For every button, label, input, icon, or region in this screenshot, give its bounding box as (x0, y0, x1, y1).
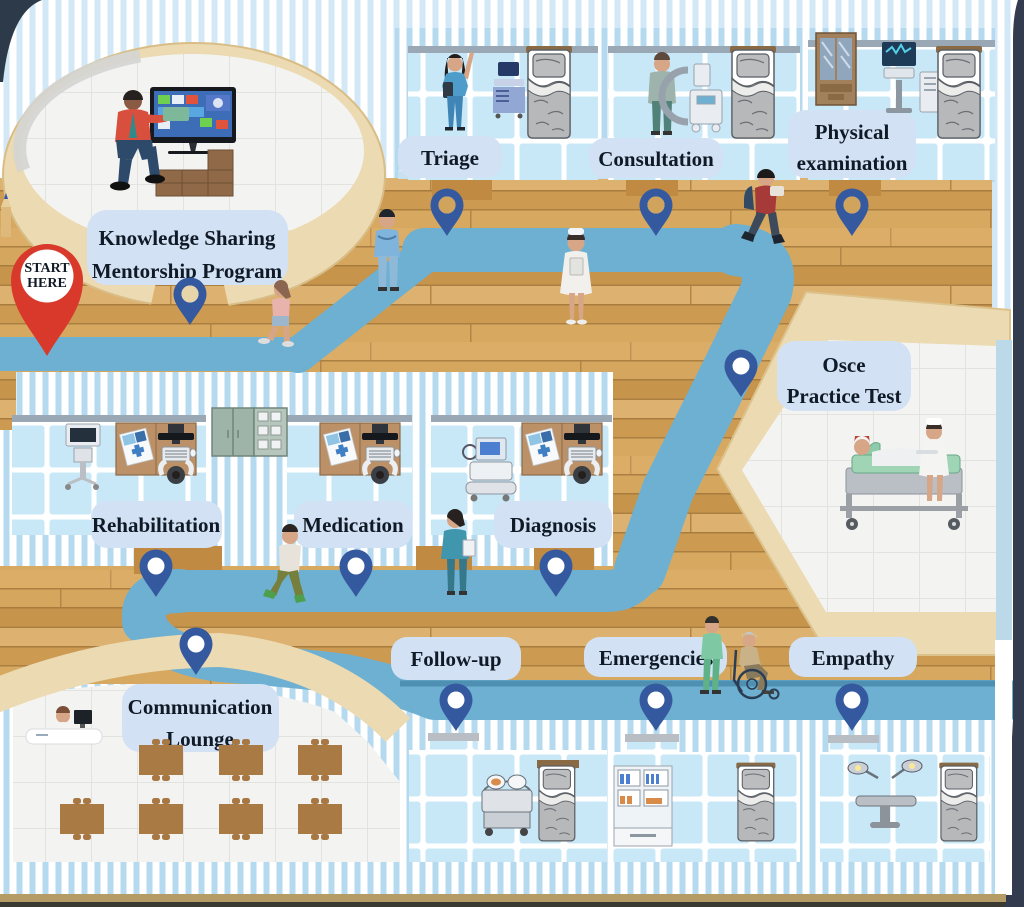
svg-text:Knowledge Sharing: Knowledge Sharing (99, 226, 276, 250)
svg-text:Osce: Osce (822, 353, 865, 377)
svg-text:Practice Test: Practice Test (787, 384, 902, 408)
svg-text:examination: examination (797, 151, 908, 175)
svg-text:Communication: Communication (128, 695, 273, 719)
svg-text:Medication: Medication (302, 513, 404, 537)
svg-text:Rehabilitation: Rehabilitation (92, 513, 221, 537)
svg-text:Consultation: Consultation (598, 147, 714, 171)
svg-text:Emergencies: Emergencies (599, 646, 713, 670)
svg-text:Empathy: Empathy (812, 646, 895, 670)
svg-text:Follow-up: Follow-up (410, 647, 501, 671)
svg-text:Physical: Physical (815, 120, 890, 144)
svg-text:Triage: Triage (421, 146, 479, 170)
svg-text:HERE: HERE (27, 276, 67, 291)
svg-text:START: START (24, 261, 70, 276)
svg-text:Diagnosis: Diagnosis (510, 513, 596, 537)
